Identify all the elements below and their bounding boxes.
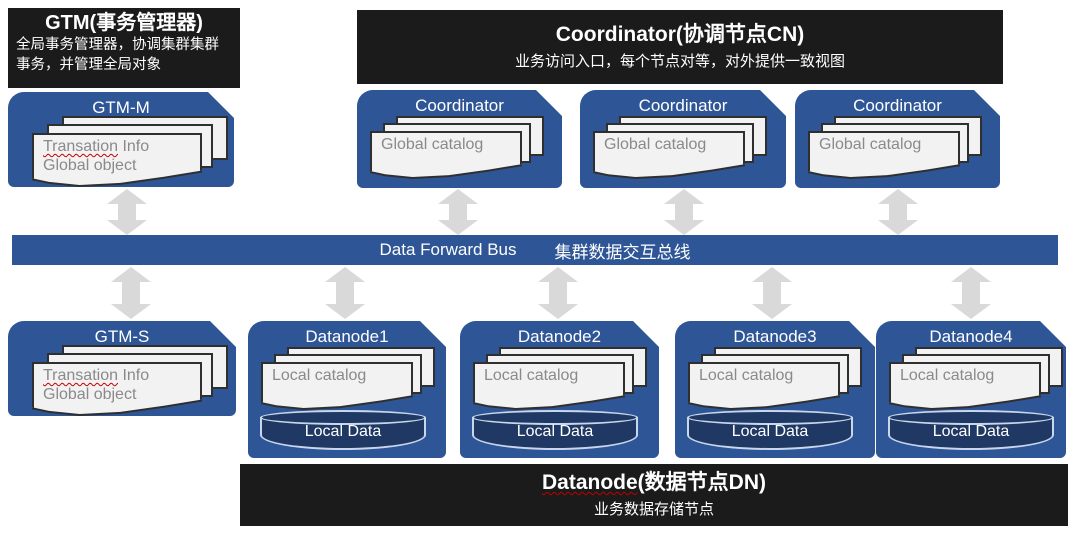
coordinator-header-box: Coordinator(协调节点CN) 业务访问入口，每个节点对等，对外提供一致…	[357, 10, 1003, 84]
coordinator-node-2: Coordinator Global catalog	[580, 90, 786, 188]
gtm-header-box: GTM(事务管理器) 全局事务管理器，协调集群集群事务，并管理全局对象	[8, 8, 240, 88]
gtm-m-node: GTM-M Transation Info Global object	[8, 92, 234, 187]
bidirectional-arrow-icon	[438, 189, 478, 235]
bus-label-zh: 集群数据交互总线	[554, 242, 691, 262]
document-stack-icon: Global catalog	[808, 116, 990, 180]
coordinator-header-subtitle: 业务访问入口，每个节点对等，对外提供一致视图	[514, 53, 845, 71]
document-sheet-front: Local catalog	[261, 362, 413, 408]
bidirectional-arrow-icon	[752, 267, 792, 319]
gtm-header-description: 全局事务管理器，协调集群集群事务，并管理全局对象	[16, 37, 219, 73]
bidirectional-arrow-icon	[664, 189, 704, 235]
coordinator-node-title: Coordinator	[638, 96, 728, 115]
document-line-transaction-info: Transation Info	[43, 367, 150, 384]
local-data-label: Local Data	[516, 423, 594, 440]
coordinator-node-3: Coordinator Global catalog	[795, 90, 1000, 188]
coordinator-node-title: Coordinator	[853, 96, 942, 115]
datanode-title: Datanode4	[929, 327, 1013, 346]
document-sheet-front: Local catalog	[688, 362, 840, 408]
local-data-label: Local Data	[932, 423, 1010, 440]
document-stack-icon: Global catalog	[593, 116, 775, 180]
local-data-label: Local Data	[304, 423, 382, 440]
gtm-header-title: GTM(事务管理器)	[45, 12, 203, 34]
document-line-global-object: Global object	[43, 386, 137, 403]
document-stack-icon: Transation Info Global object	[32, 116, 232, 186]
document-sheet-front: Transation Info Global object	[32, 133, 202, 185]
document-sheet-front: Global catalog	[593, 131, 745, 177]
coordinator-node-title: Coordinator	[415, 96, 504, 115]
gtm-m-title: GTM-M	[92, 98, 150, 117]
datanode-node-2: Datanode2 Local catalog Local Data	[460, 321, 659, 458]
document-stack-icon: Local catalog	[688, 347, 870, 411]
document-line-local-catalog: Local catalog	[688, 362, 840, 408]
bidirectional-arrow-icon	[951, 267, 991, 319]
gtm-s-title: GTM-S	[94, 327, 150, 346]
document-stack-icon: Global catalog	[370, 116, 552, 180]
coordinator-header-title: Coordinator(协调节点CN)	[555, 22, 805, 46]
document-stack-icon: Local catalog	[889, 347, 1071, 411]
database-cylinder-icon: Local Data	[472, 410, 638, 450]
datanode-title: Datanode3	[733, 327, 817, 346]
document-sheet-front: Global catalog	[370, 131, 522, 177]
document-stack-icon: Local catalog	[261, 347, 443, 411]
local-data-label: Local Data	[731, 423, 809, 440]
document-sheet-front: Transation Info Global object	[32, 362, 202, 414]
bus-label-en: Data Forward Bus	[379, 240, 517, 259]
document-line-global-object: Global object	[43, 157, 137, 174]
database-cylinder-icon: Local Data	[260, 410, 426, 450]
document-line-global-catalog: Global catalog	[593, 131, 745, 177]
document-line-local-catalog: Local catalog	[261, 362, 413, 408]
document-sheet-front: Local catalog	[889, 362, 1041, 408]
document-line-global-catalog: Global catalog	[808, 131, 960, 177]
database-cylinder-icon: Local Data	[687, 410, 853, 450]
datanode-footer-subtitle: 业务数据存储节点	[593, 501, 714, 519]
document-line-transaction-info: Transation Info	[43, 138, 150, 155]
gtm-s-node: GTM-S Transation Info Global object	[8, 321, 236, 416]
data-forward-bus-bar: Data Forward Bus 集群数据交互总线	[12, 235, 1058, 265]
document-stack-icon: Local catalog	[473, 347, 655, 411]
bidirectional-arrow-icon	[107, 189, 147, 235]
document-sheet-front: Global catalog	[808, 131, 960, 177]
datanode-title: Datanode2	[517, 327, 602, 346]
bidirectional-arrow-icon	[111, 267, 151, 319]
coordinator-node-1: Coordinator Global catalog	[357, 90, 562, 188]
datanode-footer-box: Datanode(数据节点DN) 业务数据存储节点	[240, 464, 1068, 526]
document-sheet-front: Local catalog	[473, 362, 625, 408]
bidirectional-arrow-icon	[878, 189, 918, 235]
datanode-node-3: Datanode3 Local catalog Local Data	[675, 321, 875, 458]
document-line-global-catalog: Global catalog	[370, 131, 522, 177]
document-line-local-catalog: Local catalog	[889, 362, 1041, 408]
database-cylinder-icon: Local Data	[888, 410, 1054, 450]
datanode-node-1: Datanode1 Local catalog Local Data	[248, 321, 446, 458]
datanode-node-4: Datanode4 Local catalog Local Data	[876, 321, 1066, 458]
document-stack-icon: Transation Info Global object	[32, 345, 232, 415]
document-line-local-catalog: Local catalog	[473, 362, 625, 408]
bidirectional-arrow-icon	[325, 267, 365, 319]
bidirectional-arrow-icon	[538, 267, 578, 319]
datanode-title: Datanode1	[305, 327, 389, 346]
datanode-footer-title: Datanode(数据节点DN)	[541, 470, 766, 494]
